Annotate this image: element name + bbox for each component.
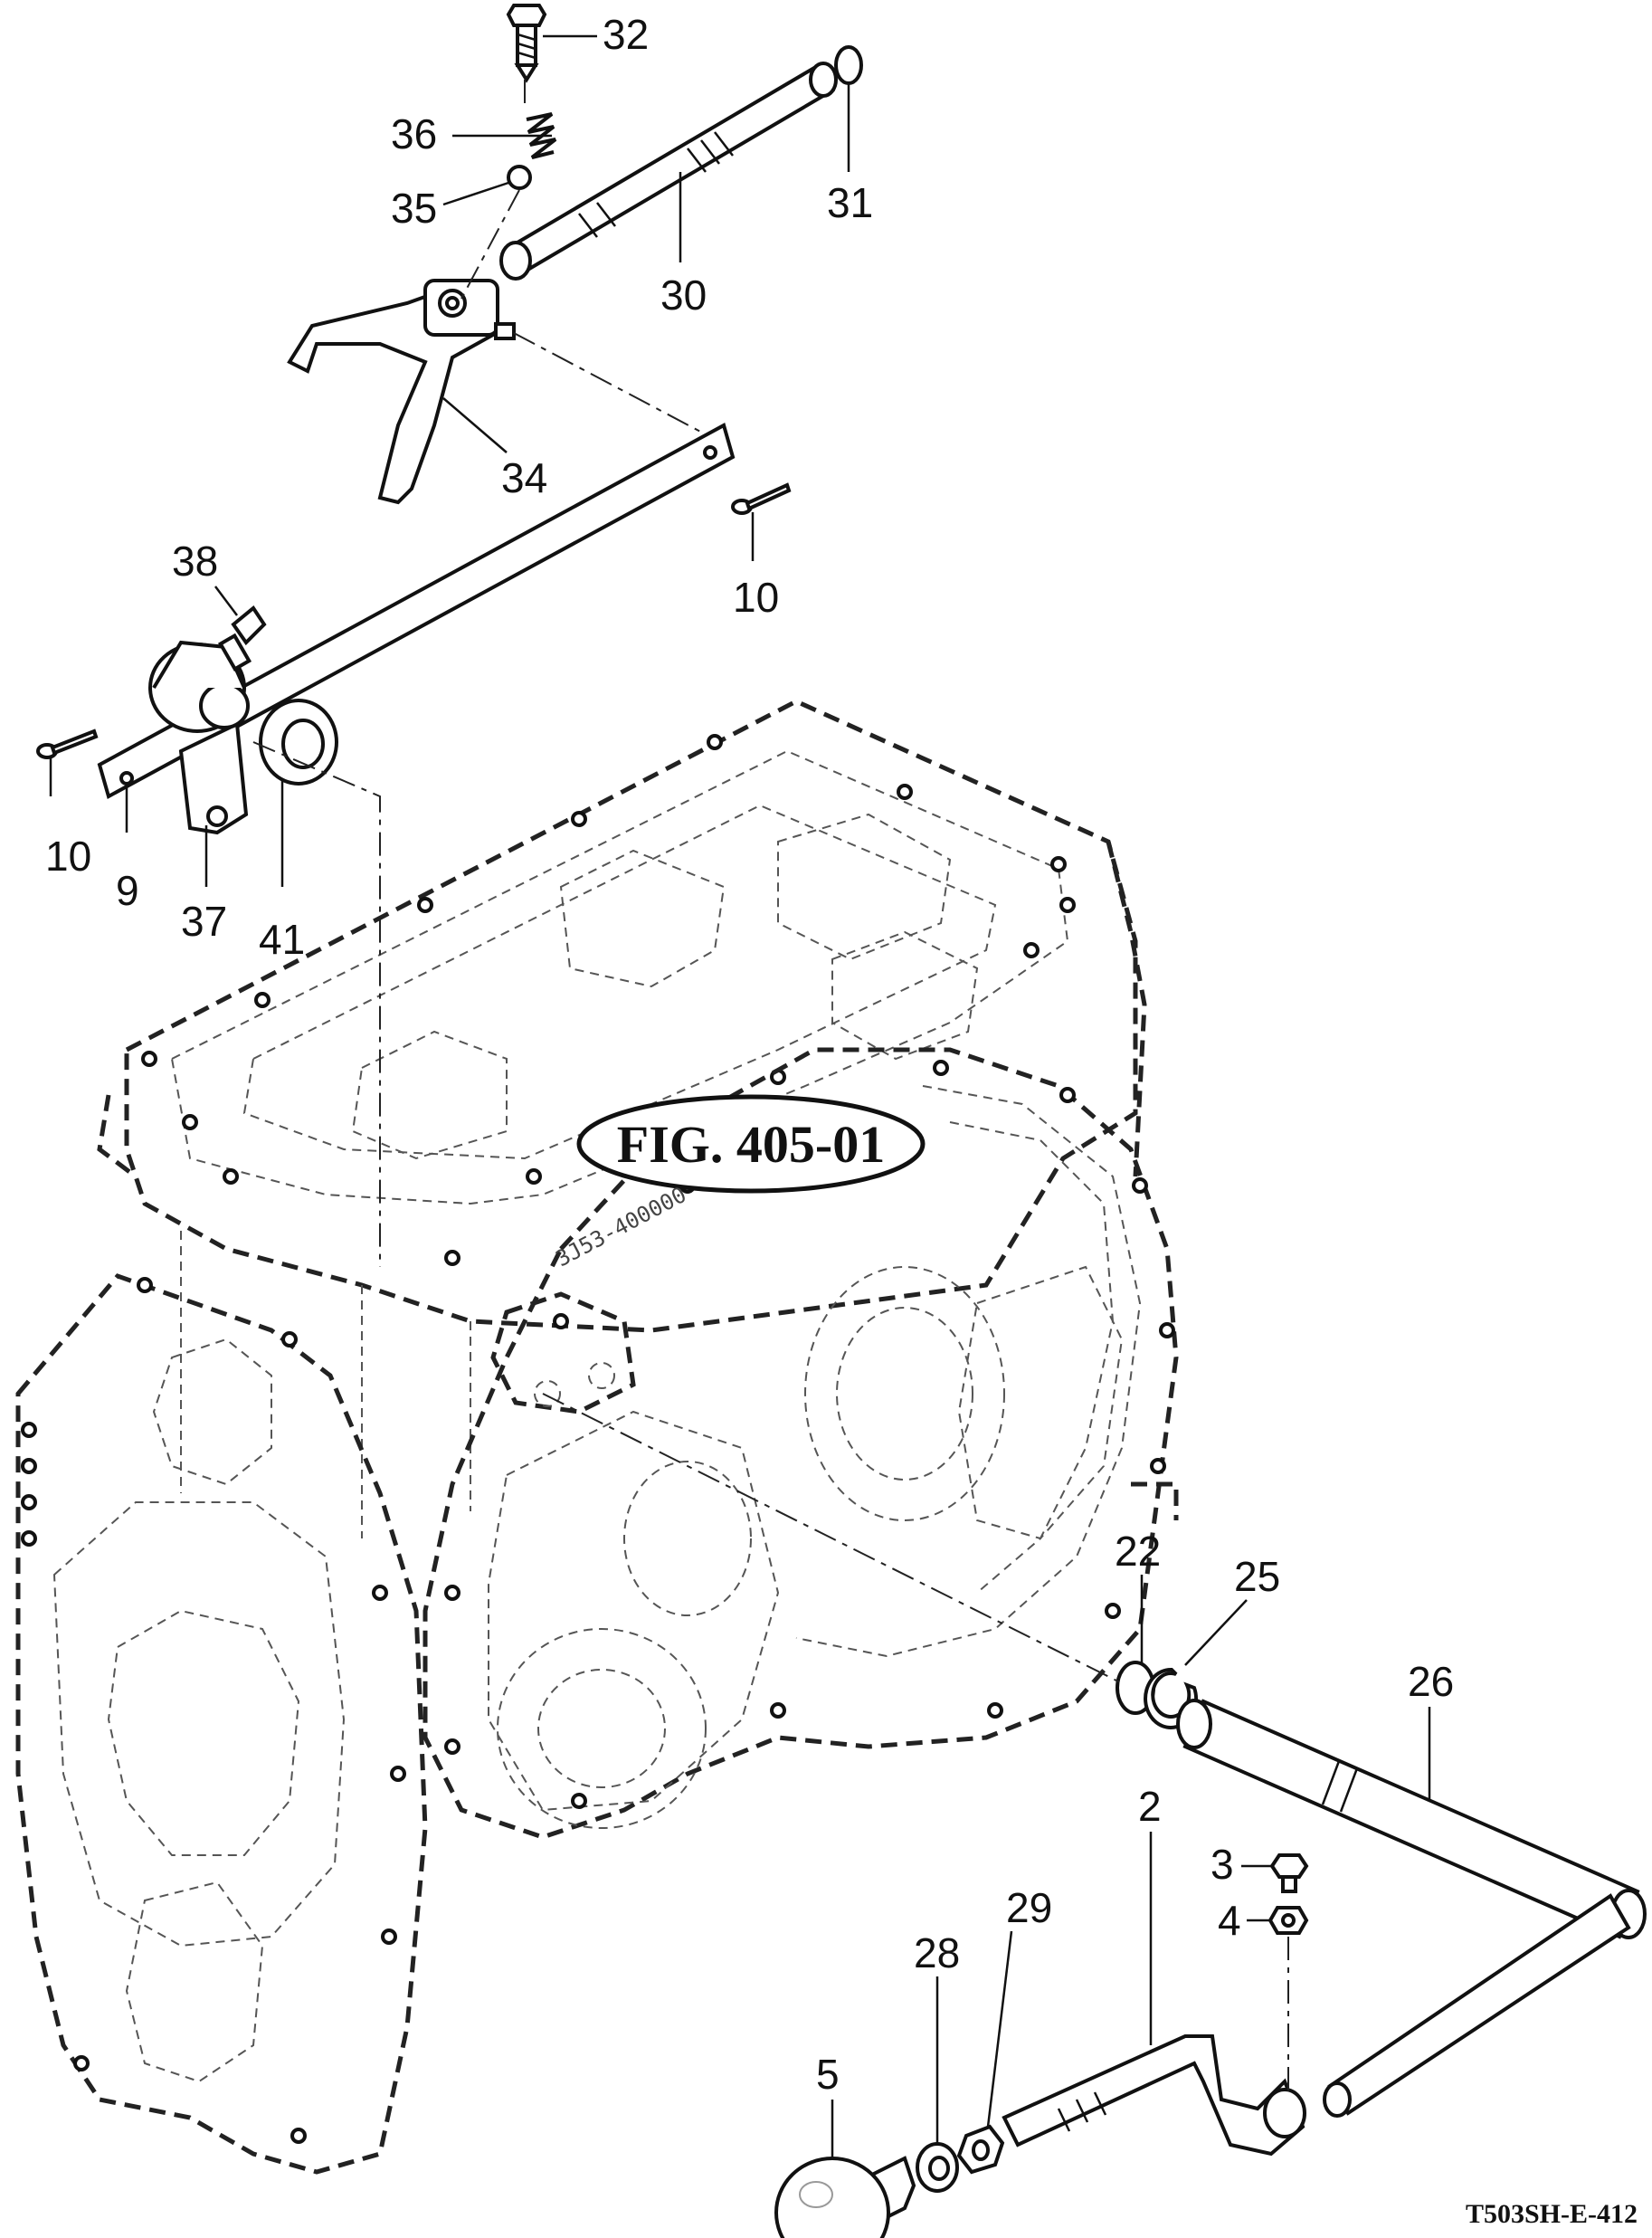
callout-32: 32 (603, 11, 649, 58)
callout-2: 2 (1138, 1783, 1162, 1830)
callout-36: 36 (391, 110, 437, 157)
callout-41: 41 (259, 916, 305, 963)
drawing-code: T503SH-E-412 (1466, 2199, 1638, 2229)
callout-30: 30 (660, 271, 707, 319)
cotter-pin-10-left (36, 729, 99, 759)
callout-10-right: 10 (733, 574, 779, 621)
cotter-pin-10-right (731, 482, 792, 515)
shift-knob-5 (774, 2156, 916, 2238)
shift-shaft-26 (1176, 1699, 1647, 1939)
callout-22: 22 (1115, 1528, 1161, 1575)
snap-ring-31 (834, 45, 863, 85)
housing-stamp-text: 3J53-400000 (552, 1182, 690, 1271)
callout-28: 28 (914, 1929, 960, 1976)
callout-26: 26 (1408, 1658, 1454, 1705)
washer-41 (259, 699, 338, 786)
callout-3: 3 (1211, 1841, 1234, 1888)
shift-lever-assembly (774, 1661, 1647, 2238)
bolt-32 (506, 3, 547, 83)
callout-10-left: 10 (45, 833, 91, 880)
callout-38: 38 (172, 538, 218, 585)
shift-fork-34 (287, 278, 516, 505)
callout-4: 4 (1218, 1897, 1241, 1944)
callout-31: 31 (827, 179, 873, 226)
callout-34: 34 (501, 454, 547, 501)
ball-35 (507, 165, 532, 190)
alignment-lines (252, 80, 1289, 2090)
nut-4 (1267, 1906, 1309, 1935)
callout-37: 37 (181, 898, 227, 945)
callout-9: 9 (116, 867, 139, 914)
callout-25: 25 (1234, 1553, 1280, 1600)
bolt-38 (217, 605, 267, 671)
callouts: 32 36 35 31 30 34 38 10 10 9 37 41 22 25… (45, 11, 1454, 2098)
shift-rail-9 (97, 423, 736, 799)
shift-lever-37 (148, 640, 250, 835)
callout-29: 29 (1006, 1884, 1052, 1931)
shift-fork-assembly (36, 3, 863, 835)
nut-29 (956, 2124, 1005, 2175)
washer-28 (916, 2142, 959, 2193)
transmission-housing (15, 699, 1179, 2175)
bolt-3 (1269, 1853, 1309, 1893)
shift-rod-30 (499, 62, 838, 281)
figure-reference-badge: FIG. 405-01 (576, 1094, 926, 1194)
leader-lines (49, 34, 1431, 2157)
callout-5: 5 (816, 2051, 840, 2098)
figure-reference-label: FIG. 405-01 (617, 1115, 885, 1174)
shift-lever-2 (1002, 2034, 1306, 2157)
callout-35: 35 (391, 185, 437, 232)
